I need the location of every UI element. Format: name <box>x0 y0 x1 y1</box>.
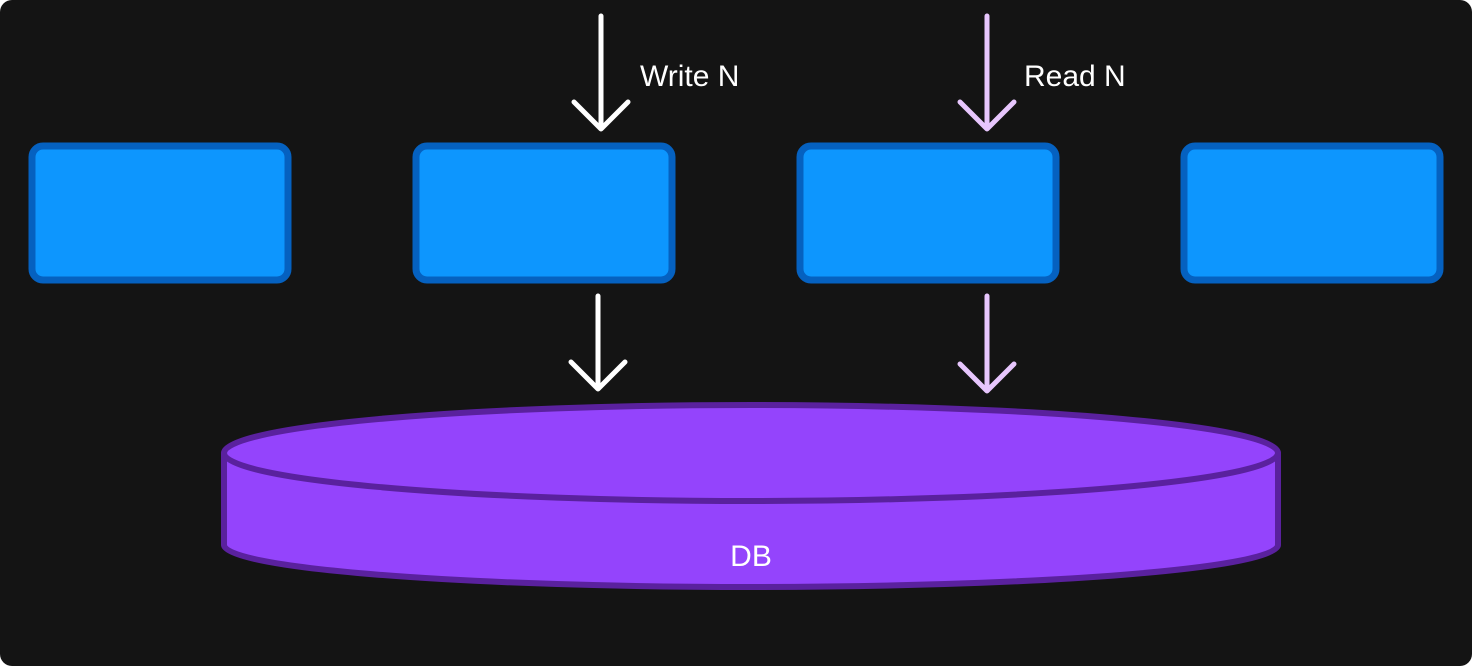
read-in-arrow-icon <box>957 13 1017 132</box>
read-label: Read N <box>1024 60 1126 93</box>
write-db-arrow-icon <box>568 293 628 392</box>
db-label: DB <box>730 540 772 573</box>
write-in-arrow-icon <box>571 13 631 132</box>
read-db-arrow-icon <box>957 293 1017 394</box>
server-box-3 <box>796 142 1060 284</box>
write-label: Write N <box>640 60 739 93</box>
database-top <box>221 402 1281 504</box>
database-icon <box>221 402 1281 590</box>
server-box-2 <box>412 142 676 284</box>
server-box-1 <box>28 142 292 284</box>
server-box-4 <box>1180 142 1444 284</box>
